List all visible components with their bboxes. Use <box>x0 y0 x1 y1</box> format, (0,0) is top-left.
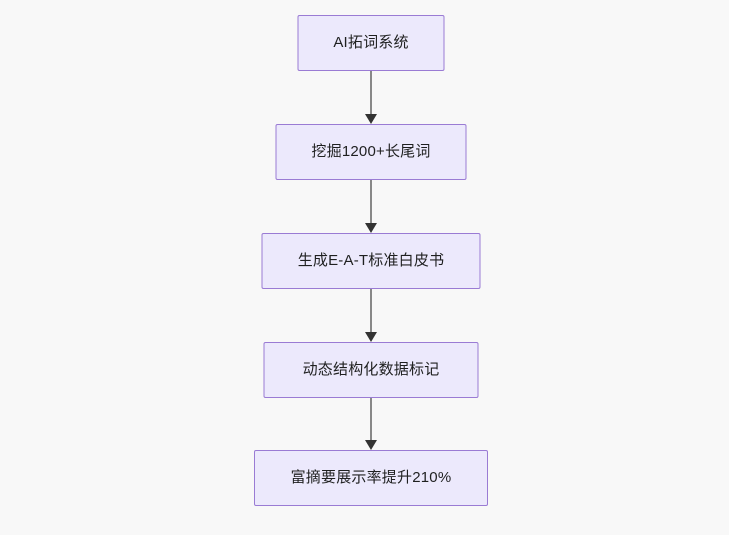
flow-node-label: 生成E-A-T标准白皮书 <box>297 252 445 269</box>
arrow-head-icon <box>365 332 377 342</box>
flow-edge-2 <box>364 180 378 233</box>
arrow-head-icon <box>365 440 377 450</box>
flow-edge-4 <box>364 398 378 450</box>
arrow-head-icon <box>365 114 377 124</box>
flow-edge-3 <box>364 289 378 342</box>
flow-node-dynamic-structured-data-markup[interactable]: 动态结构化数据标记 <box>263 342 479 398</box>
flow-node-label: 富摘要展示率提升210% <box>290 469 452 486</box>
edge-line <box>370 398 372 441</box>
edge-line <box>370 71 372 115</box>
flow-edge-1 <box>364 71 378 124</box>
arrow-head-icon <box>365 223 377 233</box>
flow-node-label: AI拓词系统 <box>333 34 409 51</box>
flow-node-label: 挖掘1200+长尾词 <box>311 143 431 160</box>
edge-line <box>370 289 372 333</box>
flow-node-ai-keyword-system[interactable]: AI拓词系统 <box>297 15 445 71</box>
flow-node-rich-snippet-impression-lift[interactable]: 富摘要展示率提升210% <box>254 450 488 506</box>
flow-node-label: 动态结构化数据标记 <box>302 361 440 378</box>
edge-line <box>370 180 372 224</box>
flow-node-generate-eat-whitepaper[interactable]: 生成E-A-T标准白皮书 <box>261 233 481 289</box>
flow-node-mine-longtail-keywords[interactable]: 挖掘1200+长尾词 <box>275 124 467 180</box>
